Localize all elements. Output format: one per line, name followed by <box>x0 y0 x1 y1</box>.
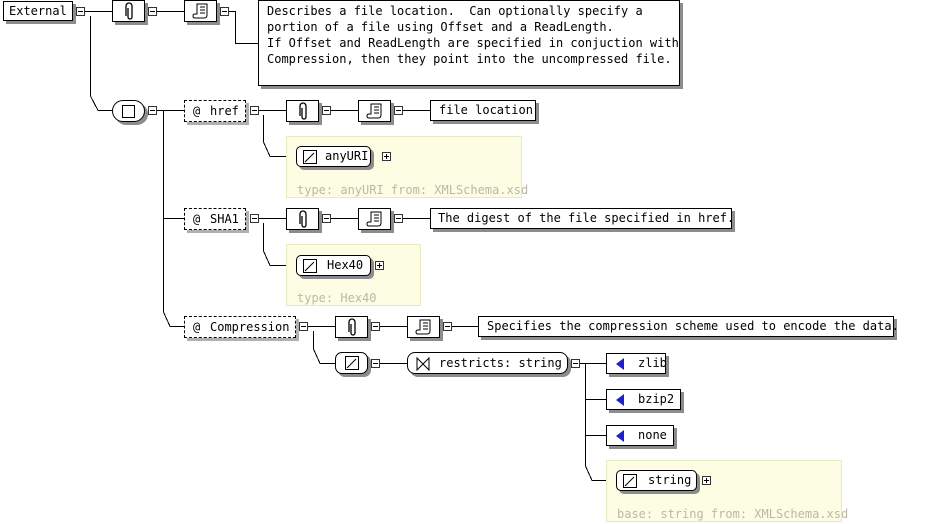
documentation-box[interactable] <box>358 100 391 122</box>
collapse-toggle[interactable] <box>371 322 380 331</box>
collapse-toggle[interactable] <box>322 214 331 223</box>
type-info: base: string from: XMLSchema.xsd <box>617 507 849 521</box>
collapse-toggle[interactable] <box>322 106 331 115</box>
attribute-prefix: @ <box>193 320 201 334</box>
expand-toggle[interactable] <box>382 152 391 161</box>
annotation-box[interactable] <box>112 0 145 22</box>
root-element-label: External <box>9 4 67 18</box>
anonymous-simple-type[interactable] <box>335 352 368 374</box>
simple-type-name: Hex40 <box>327 258 364 272</box>
attribute-prefix: @ <box>193 104 201 118</box>
paperclip-icon <box>299 210 307 228</box>
href-documentation: file location <box>430 100 536 121</box>
collapse-toggle[interactable] <box>394 106 403 115</box>
annotation-box[interactable] <box>335 316 368 338</box>
type-info: type: Hex40 <box>297 291 377 305</box>
simple-type-name: string <box>648 473 692 487</box>
enumeration-none[interactable]: none <box>606 425 674 446</box>
documentation-box[interactable] <box>407 316 440 338</box>
root-documentation-text: Describes a file location. Can optionall… <box>258 0 680 86</box>
scroll-icon <box>192 3 208 19</box>
enumeration-value: none <box>638 428 667 442</box>
expand-toggle[interactable] <box>375 261 384 270</box>
documentation-text: Specifies the compression scheme used to… <box>487 319 899 333</box>
collapse-toggle[interactable] <box>220 7 229 16</box>
attribute-compression[interactable]: @ Compression <box>184 316 296 338</box>
simple-type-icon <box>303 259 317 273</box>
simple-type-anyuri[interactable]: anyURI <box>296 146 371 167</box>
collapse-toggle[interactable] <box>250 106 259 115</box>
collapse-toggle[interactable] <box>571 359 580 368</box>
documentation-box[interactable] <box>184 0 217 22</box>
annotation-box[interactable] <box>286 100 319 122</box>
type-info: type: anyURI from: XMLSchema.xsd <box>297 183 529 197</box>
collapse-toggle[interactable] <box>443 322 452 331</box>
attribute-href[interactable]: @ href <box>184 100 246 122</box>
triangle-icon <box>616 394 624 406</box>
collapse-toggle[interactable] <box>250 214 259 223</box>
paperclip-icon <box>125 2 133 20</box>
documentation-text: file location <box>439 103 533 117</box>
collapse-toggle[interactable] <box>394 214 403 223</box>
attribute-prefix: @ <box>193 212 201 226</box>
simple-type-icon <box>623 474 637 488</box>
paperclip-icon <box>348 318 356 336</box>
documentation-text: The digest of the file specified in href… <box>438 211 735 225</box>
attribute-sha1[interactable]: @ SHA1 <box>184 208 246 230</box>
collapse-toggle[interactable] <box>148 106 157 115</box>
triangle-icon <box>616 430 624 442</box>
expand-toggle[interactable] <box>702 476 711 485</box>
scroll-icon <box>366 103 382 119</box>
paperclip-icon <box>299 102 307 120</box>
restriction-node[interactable]: restricts: string <box>407 352 568 374</box>
simple-type-string[interactable]: string <box>616 470 697 491</box>
enumeration-bzip2[interactable]: bzip2 <box>606 389 681 410</box>
attribute-name: href <box>210 104 239 118</box>
scroll-icon <box>366 211 382 227</box>
simple-type-hex40[interactable]: Hex40 <box>296 255 371 276</box>
collapse-toggle[interactable] <box>371 359 380 368</box>
scroll-icon <box>415 319 431 335</box>
bowtie-icon <box>416 357 430 371</box>
enumeration-value: bzip2 <box>638 392 675 406</box>
attribute-group-node[interactable] <box>112 100 145 122</box>
documentation-box[interactable] <box>358 208 391 230</box>
root-element-external[interactable]: External <box>3 1 73 21</box>
collapse-toggle[interactable] <box>299 322 308 331</box>
attribute-name: SHA1 <box>210 212 239 226</box>
attribute-name: Compression <box>210 320 290 334</box>
triangle-icon <box>616 358 624 370</box>
restriction-label: restricts: string <box>439 356 562 370</box>
enumeration-zlib[interactable]: zlib <box>606 353 667 374</box>
simple-type-name: anyURI <box>325 149 369 163</box>
sha1-documentation: The digest of the file specified in href… <box>430 208 735 229</box>
compression-documentation: Specifies the compression scheme used to… <box>478 316 899 337</box>
simple-type-icon <box>303 150 317 164</box>
enumeration-value: zlib <box>638 356 667 370</box>
collapse-toggle[interactable] <box>76 7 85 16</box>
annotation-box[interactable] <box>286 208 319 230</box>
square-icon <box>122 105 135 118</box>
collapse-toggle[interactable] <box>148 7 157 16</box>
simple-type-icon <box>345 356 359 370</box>
